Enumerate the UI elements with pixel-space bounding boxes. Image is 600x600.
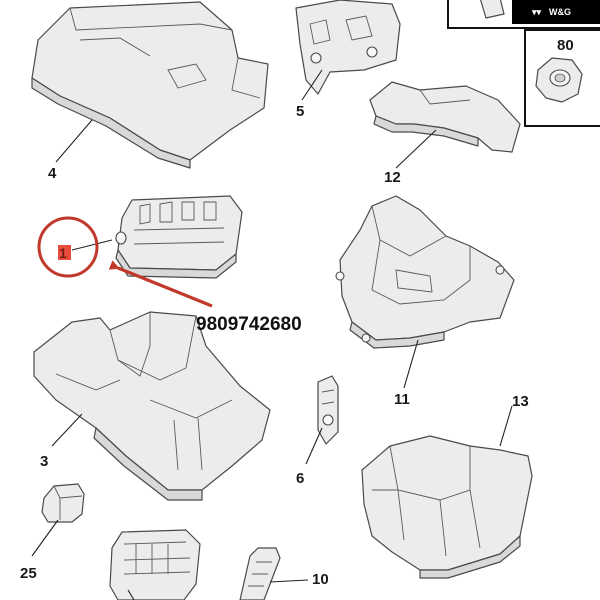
part-number-label: 9809742680 — [196, 314, 302, 335]
callout-25: 25 — [20, 565, 37, 582]
callout-3: 3 — [40, 453, 48, 470]
part-11-support — [335, 195, 515, 349]
part-4-cover — [31, 1, 269, 169]
callout-5: 5 — [296, 103, 304, 120]
part-bottom-connector — [109, 529, 201, 600]
part-13-battery-tray — [361, 435, 533, 579]
part-6-clip — [317, 375, 339, 445]
callout-labels: 4 5 12 80 11 3 6 13 25 10 — [20, 37, 574, 588]
callout-1: 1 — [59, 245, 67, 261]
callout-4: 4 — [48, 165, 57, 182]
part-25-connector — [41, 483, 85, 523]
part-10-fuse-strip — [239, 547, 281, 600]
part-12-plate — [369, 81, 521, 153]
highlight-arrow — [108, 260, 213, 308]
highlight-circle — [37, 216, 99, 278]
brand-badge: ▾▾ W&G — [512, 0, 600, 24]
callout-11: 11 — [394, 391, 410, 408]
highlight-group: 1 9809742680 — [37, 216, 302, 335]
callout-13: 13 — [512, 393, 529, 410]
callout-6: 6 — [296, 470, 304, 487]
part-80-box — [524, 29, 600, 127]
leader-lines — [31, 69, 513, 600]
part-1-fuse-box — [115, 195, 243, 279]
callout-80: 80 — [557, 37, 574, 54]
callout-12: 12 — [384, 169, 401, 186]
callout-10: 10 — [312, 571, 329, 588]
brand-text: W&G — [549, 7, 571, 17]
highlight-label-box — [58, 245, 71, 260]
brand-logo-icon: ▾▾ — [531, 7, 542, 17]
part-3-tray — [33, 311, 271, 501]
part-5-relay-bracket — [295, 0, 401, 95]
